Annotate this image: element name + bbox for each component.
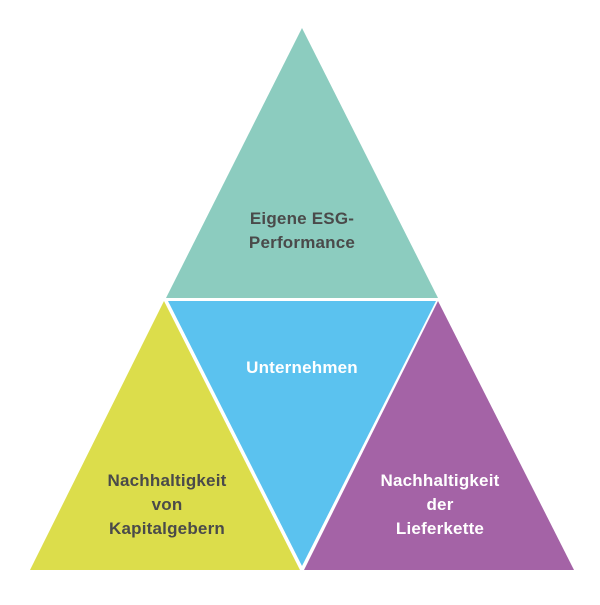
segment-right-label-line: Nachhaltigkeit <box>380 471 500 490</box>
segment-top-triangle <box>166 28 438 298</box>
segment-top-label-line: Eigene ESG- <box>249 209 355 228</box>
segment-top-label-line: Performance <box>248 233 356 252</box>
segment-right-label-line: Lieferkette <box>395 519 485 538</box>
segment-right-label: Nachhaltigkeit der Lieferkette <box>381 469 500 541</box>
segment-left-label-line: von <box>151 495 183 514</box>
segment-top-label: Eigene ESG- Performance <box>249 207 355 255</box>
segment-center-label: Unternehmen <box>246 356 358 380</box>
segment-right-triangle <box>304 301 574 570</box>
segment-left-label: Nachhaltigkeit von Kapitalgebern <box>108 469 227 541</box>
segment-center-triangle <box>168 301 436 566</box>
segment-left-label-line: Kapitalgebern <box>109 519 225 538</box>
segment-center-label-line: Unternehmen <box>246 358 358 377</box>
segment-right-label-line: der <box>426 495 454 514</box>
segment-left-triangle <box>30 301 300 570</box>
segment-left-label-line: Nachhaltigkeit <box>107 471 227 490</box>
